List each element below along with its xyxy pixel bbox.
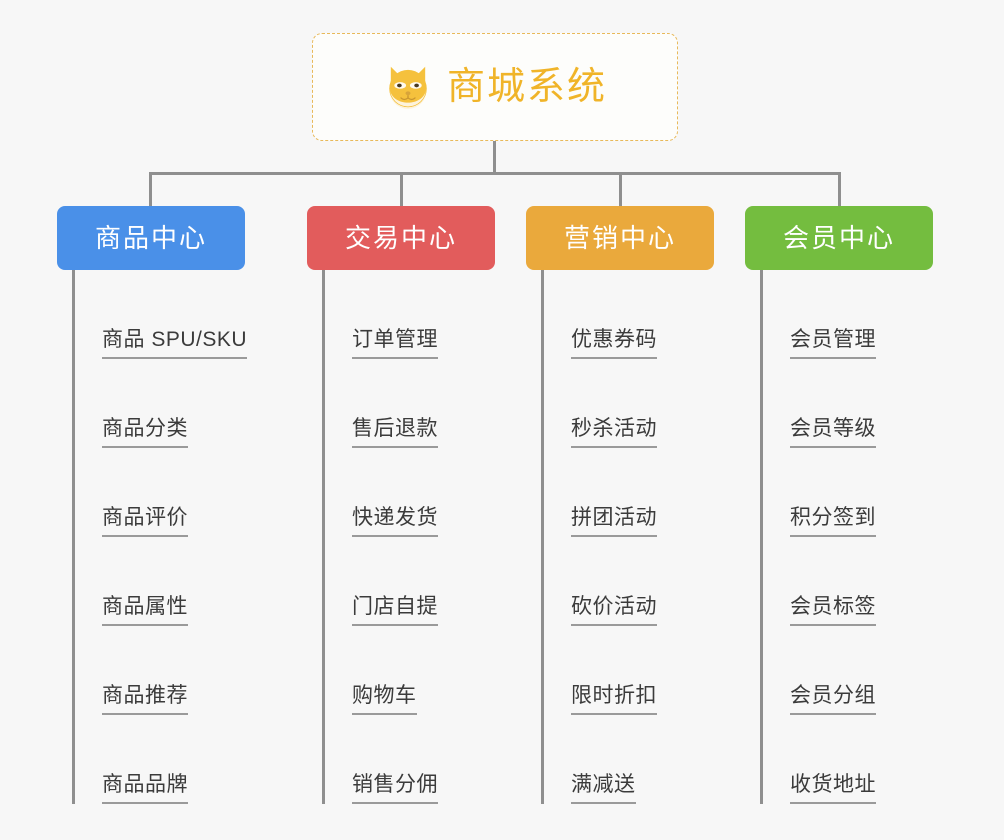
leaf-item-label: 订单管理 xyxy=(352,329,438,359)
leaf-column-1: 商品 SPU/SKU 商品分类 商品评价 商品属性 商品推荐 商品品牌 xyxy=(72,270,272,804)
leaf-item-label: 拼团活动 xyxy=(571,507,657,537)
leaf-item-label: 售后退款 xyxy=(352,418,438,448)
leaf-item[interactable]: 会员分组 xyxy=(760,626,960,715)
leaf-column-4: 会员管理 会员等级 积分签到 会员标签 会员分组 收货地址 xyxy=(760,270,960,804)
connector-root-stem xyxy=(493,141,496,174)
leaf-item-label: 商品评价 xyxy=(102,507,188,537)
connector-drop-3 xyxy=(619,172,622,206)
connector-drop-4 xyxy=(838,172,841,206)
leaf-item-label: 商品分类 xyxy=(102,418,188,448)
leaf-item[interactable]: 门店自提 xyxy=(322,537,522,626)
connector-drop-1 xyxy=(149,172,152,206)
leaf-spine xyxy=(72,270,75,804)
leaf-item[interactable]: 销售分佣 xyxy=(322,715,522,804)
leaf-item-label: 购物车 xyxy=(352,685,417,715)
leaf-item[interactable]: 拼团活动 xyxy=(541,448,741,537)
connector-drop-2 xyxy=(400,172,403,206)
leaf-item[interactable]: 积分签到 xyxy=(760,448,960,537)
leaf-item-label: 积分签到 xyxy=(790,507,876,537)
leaf-column-3: 优惠券码 秒杀活动 拼团活动 砍价活动 限时折扣 满减送 xyxy=(541,270,741,804)
category-box-3[interactable]: 营销中心 xyxy=(526,206,714,270)
leaf-item[interactable]: 售后退款 xyxy=(322,359,522,448)
leaf-spine xyxy=(760,270,763,804)
leaf-item-label: 销售分佣 xyxy=(352,774,438,804)
leaf-item-label: 收货地址 xyxy=(790,774,876,804)
leaf-item-label: 门店自提 xyxy=(352,596,438,626)
leaf-item[interactable]: 商品评价 xyxy=(72,448,272,537)
leaf-column-2: 订单管理 售后退款 快递发货 门店自提 购物车 销售分佣 xyxy=(322,270,522,804)
category-box-1[interactable]: 商品中心 xyxy=(57,206,245,270)
leaf-item-label: 商品 SPU/SKU xyxy=(102,329,248,359)
category-label: 商品中心 xyxy=(94,223,207,253)
leaf-item-label: 商品属性 xyxy=(102,596,188,626)
leaf-item[interactable]: 商品属性 xyxy=(72,537,272,626)
leaf-item-label: 商品品牌 xyxy=(102,774,188,804)
leaf-item[interactable]: 满减送 xyxy=(541,715,741,804)
leaf-item[interactable]: 购物车 xyxy=(322,626,522,715)
leaf-spine xyxy=(541,270,544,804)
leaf-item-label: 会员分组 xyxy=(790,685,876,715)
leaf-item[interactable]: 会员管理 xyxy=(760,270,960,359)
shiba-inu-icon xyxy=(389,66,427,109)
leaf-item-label: 快递发货 xyxy=(352,507,438,537)
leaf-item[interactable]: 秒杀活动 xyxy=(541,359,741,448)
category-label: 会员中心 xyxy=(782,223,895,253)
connector-horizontal-bus xyxy=(149,172,840,175)
leaf-item-label: 商品推荐 xyxy=(102,685,188,715)
leaf-item[interactable]: 会员等级 xyxy=(760,359,960,448)
category-box-2[interactable]: 交易中心 xyxy=(307,206,495,270)
category-label: 营销中心 xyxy=(563,223,676,253)
leaf-item-label: 满减送 xyxy=(571,774,636,804)
leaf-item-label: 优惠券码 xyxy=(571,329,657,359)
leaf-item[interactable]: 收货地址 xyxy=(760,715,960,804)
leaf-item[interactable]: 订单管理 xyxy=(322,270,522,359)
leaf-item-label: 秒杀活动 xyxy=(571,418,657,448)
leaf-item-label: 会员标签 xyxy=(790,596,876,626)
leaf-item[interactable]: 会员标签 xyxy=(760,537,960,626)
leaf-item[interactable]: 优惠券码 xyxy=(541,270,741,359)
leaf-item[interactable]: 商品推荐 xyxy=(72,626,272,715)
leaf-item-label: 限时折扣 xyxy=(571,685,657,715)
leaf-item[interactable]: 限时折扣 xyxy=(541,626,741,715)
leaf-item[interactable]: 砍价活动 xyxy=(541,537,741,626)
root-title: 商城系统 xyxy=(446,66,607,108)
leaf-item[interactable]: 商品 SPU/SKU xyxy=(72,270,272,359)
category-box-4[interactable]: 会员中心 xyxy=(745,206,933,270)
leaf-item-label: 会员管理 xyxy=(790,329,876,359)
root-node[interactable]: 商城系统 xyxy=(312,33,678,141)
category-label: 交易中心 xyxy=(344,223,457,253)
leaf-item[interactable]: 商品分类 xyxy=(72,359,272,448)
leaf-item[interactable]: 商品品牌 xyxy=(72,715,272,804)
leaf-item-label: 砍价活动 xyxy=(571,596,657,626)
leaf-item[interactable]: 快递发货 xyxy=(322,448,522,537)
leaf-spine xyxy=(322,270,325,804)
leaf-item-label: 会员等级 xyxy=(790,418,876,448)
